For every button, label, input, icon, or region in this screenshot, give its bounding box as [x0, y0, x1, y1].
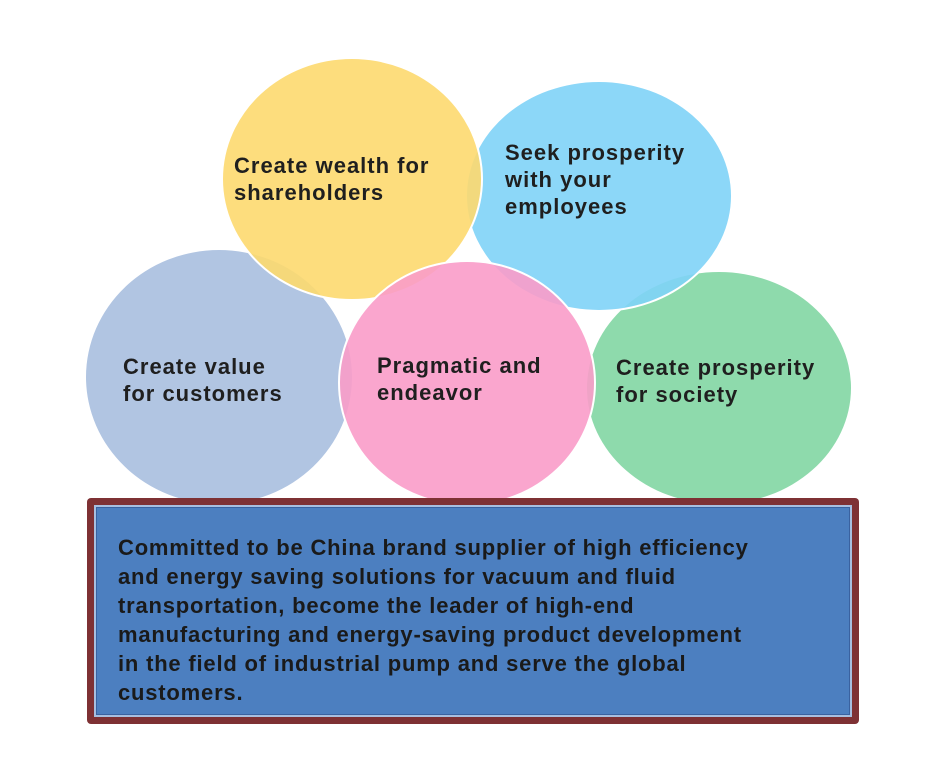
circle-create-prosperity-for-society [585, 270, 853, 506]
label-create-wealth: Create wealth for shareholders [234, 153, 430, 205]
label-create-prosperity: Create prosperity for society [616, 355, 816, 407]
label-seek-prosperity: Seek prosperity with your employees [505, 140, 686, 219]
circle-create-wealth-for-shareholders [221, 57, 483, 301]
mission-statement: Committed to be China brand supplier of … [118, 535, 749, 705]
mission-box: Committed to be China brand supplier of … [87, 498, 859, 724]
circle-pragmatic-and-endeavor [338, 260, 596, 506]
label-pragmatic: Pragmatic and endeavor [377, 353, 542, 405]
label-create-value: Create value for customers [123, 354, 283, 406]
mission-panel: Committed to be China brand supplier of … [94, 505, 852, 717]
